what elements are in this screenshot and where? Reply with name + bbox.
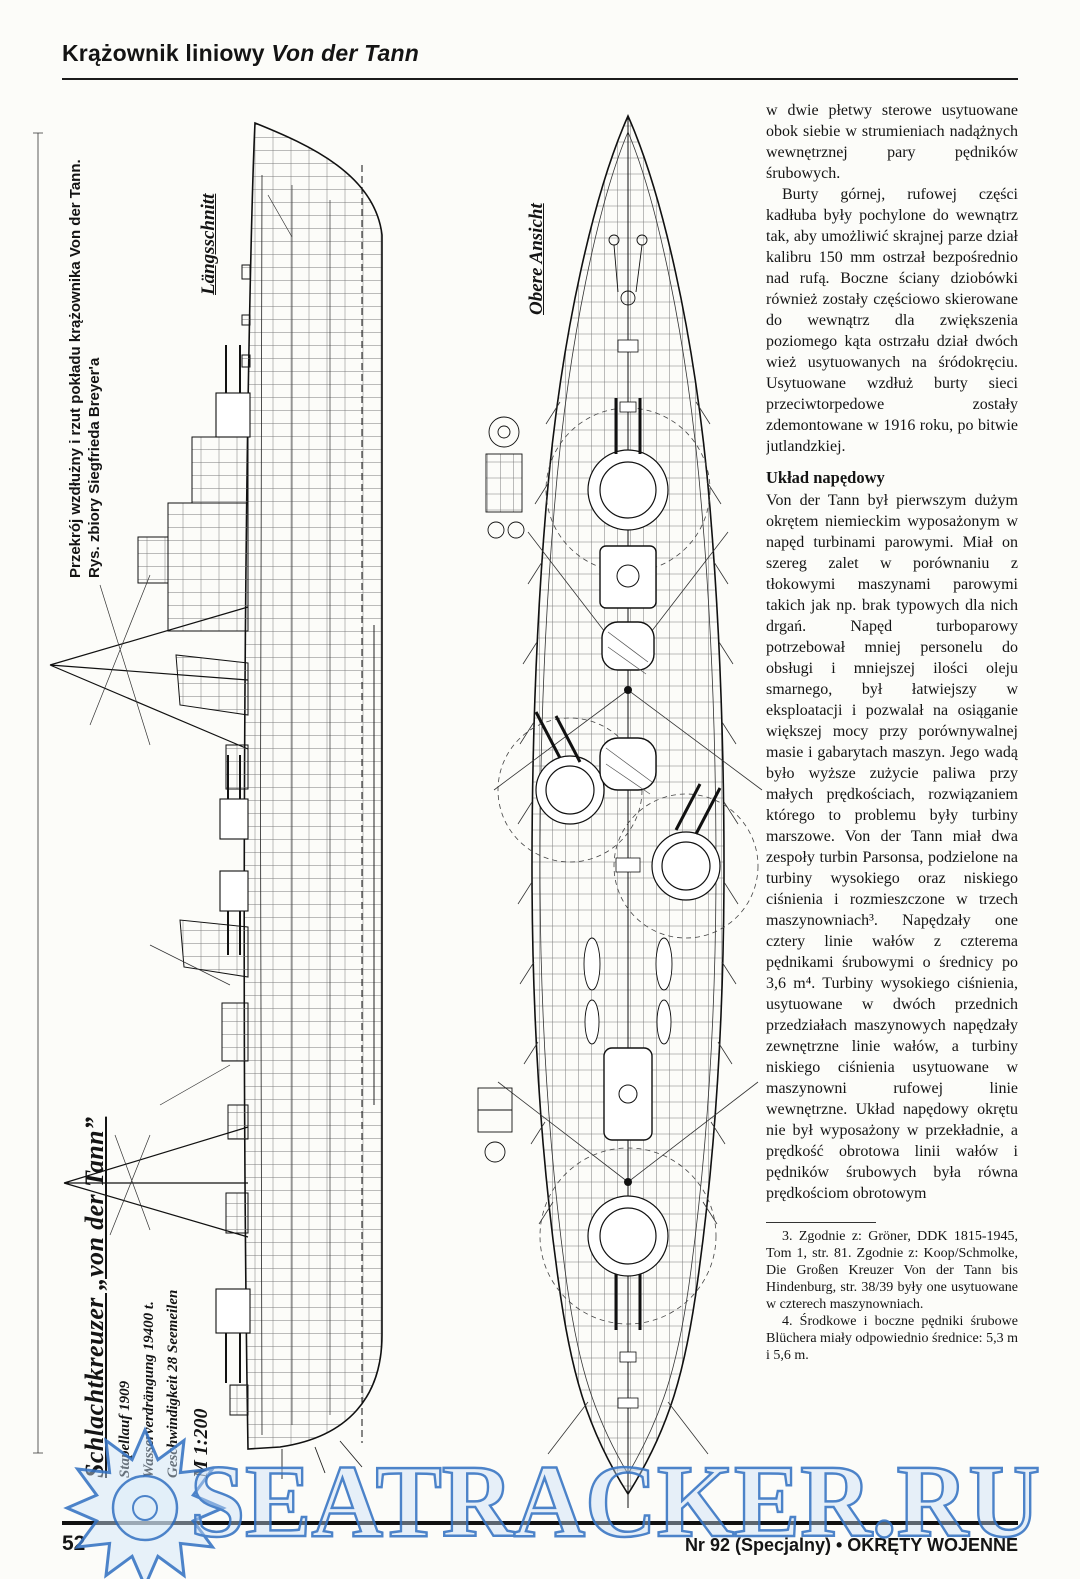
footnote: 3. Zgodnie z: Gröner, DDK 1815-1945, Tom… [766, 1229, 1018, 1312]
page-number: 52 [62, 1532, 86, 1555]
ship-name-title: Schlachtkreuzer „von der Tann” [80, 1116, 109, 1478]
top-view-drawing [477, 114, 763, 1508]
page-title-prefix: Krążownik liniowy [62, 40, 265, 66]
footnote: 4. Środkowe i boczne pędniki śrubowe Blü… [766, 1314, 1018, 1363]
section-heading: Układ napędowy [766, 468, 885, 487]
article-paragraph: Burty górnej, rufowej części kadłuba był… [766, 186, 1018, 455]
article-paragraph: Von der Tann był pierwszym dużym okrętem… [766, 492, 1018, 1202]
longitudinal-section-drawing [33, 121, 383, 1479]
page-title: Krążownik liniowy Von der Tann [62, 40, 419, 67]
footer-rule [62, 1521, 1018, 1525]
header-rule [62, 78, 1018, 80]
issue-info: Nr 92 (Specjalny) • OKRĘTY WOJENNE [684, 1535, 1018, 1555]
article-column: w dwie płetwy sterowe usytuowane obok si… [766, 100, 1018, 1518]
ship-title-block: Schlachtkreuzer „von der Tann” Stapellau… [80, 1116, 213, 1478]
ship-displacement: Wasserverdrängung 19400 t. [141, 1301, 157, 1478]
article-paragraph: w dwie płetwy sterowe usytuowane obok si… [766, 102, 1018, 182]
ship-launch-year: Stapellauf 1909 [117, 1380, 133, 1478]
drawing-scale: M 1:200 [190, 1408, 212, 1478]
page-title-ship-name: Von der Tann [271, 40, 420, 66]
ship-speed: Geschwindigkeit 28 Seemeilen [165, 1289, 181, 1478]
footnote-rule [766, 1222, 876, 1223]
